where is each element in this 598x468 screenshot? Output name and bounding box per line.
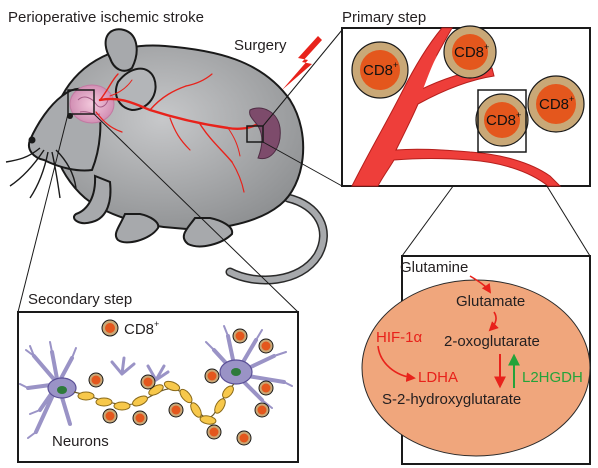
lightning-bolt-icon <box>282 36 322 90</box>
cd8-zoom-box <box>477 89 527 153</box>
neuron-left <box>19 341 77 439</box>
surgery-label: Surgery <box>234 37 287 54</box>
rat-hind-leg <box>182 217 234 248</box>
cd8-cell-primary-1: CD8+ <box>351 41 409 99</box>
oxoglutarate-label: 2-oxoglutarate <box>444 333 540 350</box>
s2hg-label: S-2-hydroxyglutarate <box>382 391 521 408</box>
cd8-cell-primary-3: CD8+ <box>475 93 529 147</box>
cd8-legend-cell <box>101 319 119 337</box>
cd8-legend-label: CD8+ <box>124 319 159 338</box>
neurons-label: Neurons <box>52 433 109 450</box>
rat-whiskers <box>5 147 77 199</box>
neuron-right <box>205 325 293 409</box>
zoom-connector-lines <box>17 29 591 313</box>
rat-front-leg <box>73 174 112 224</box>
hif-to-ldha-arrow <box>377 345 416 382</box>
primary-step-title: Primary step <box>342 9 426 26</box>
brain-zoom-box <box>67 89 95 115</box>
metabolism-panel: Glutamine Glutamate 2-oxoglutarate HIF-1… <box>361 255 591 465</box>
axon-myelin-chain <box>73 380 235 425</box>
cd8-cell-primary-4: CD8+ <box>527 75 585 133</box>
svg-text:CD8+: CD8+ <box>363 60 398 79</box>
secondary-step-panel: CD8+ <box>17 311 299 463</box>
hif-label: HIF-1α <box>376 329 423 346</box>
primary-blood-vessel <box>351 27 562 187</box>
figure-title: Perioperative ischemic stroke <box>8 9 204 26</box>
l2hgdh-label: L2HGDH <box>522 369 583 386</box>
ldha-label: LDHA <box>418 369 458 386</box>
cd8-cell-primary-2: CD8+ <box>443 25 497 79</box>
rat-middle-leg <box>114 213 160 244</box>
secondary-cd8-cells <box>88 328 274 446</box>
spleen <box>249 107 281 160</box>
rat-ear-back <box>104 28 138 72</box>
glutamine-label: Glutamine <box>400 259 468 276</box>
rat-blood-vessels <box>95 73 260 193</box>
svg-text:CD8+: CD8+ <box>539 94 574 113</box>
secondary-step-title: Secondary step <box>28 291 132 308</box>
rat-nose <box>28 136 36 144</box>
spleen-zoom-box <box>246 125 264 143</box>
svg-text:CD8+: CD8+ <box>486 110 521 129</box>
svg-text:CD8+: CD8+ <box>454 42 489 61</box>
glutamate-to-oxoglutarate-arrow <box>488 311 499 332</box>
rat-illustration <box>5 28 328 285</box>
glutamate-label: Glutamate <box>456 293 525 310</box>
glutamine-to-glutamate-arrow <box>469 275 492 294</box>
neuron-middle <box>110 356 170 382</box>
